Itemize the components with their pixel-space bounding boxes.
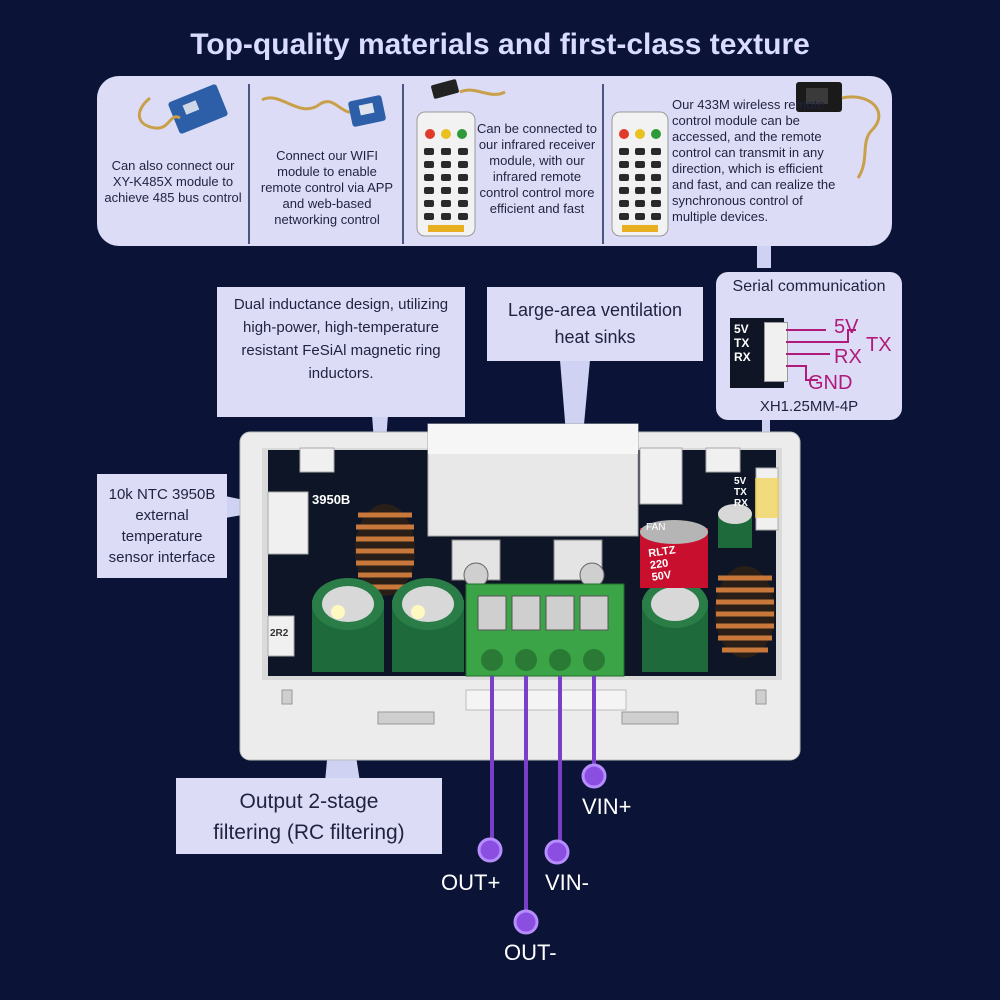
inductor-callout: Dual inductance design, utilizing high-p…	[217, 287, 465, 417]
serial-pin-5v: 5V	[834, 316, 859, 338]
wireless-module-image	[796, 82, 881, 179]
panel-divider	[402, 84, 404, 244]
fan-board-label: FAN	[646, 522, 666, 533]
feature-text-485: Can also connect our XY-K485X module to …	[104, 158, 242, 205]
board-pin-label: TX	[734, 487, 747, 498]
board-pin-label: 5V	[734, 476, 747, 487]
capacitor-1	[312, 578, 384, 672]
infrared-receiver-image	[431, 79, 506, 99]
serial-pin-rx: RX	[834, 346, 862, 368]
feature-text-infrared: Can be connected to our infrared receive…	[477, 121, 597, 216]
panel-divider	[602, 84, 604, 244]
serial-board-pin: TX	[734, 336, 750, 350]
serial-connector-detail	[764, 322, 788, 382]
feature-text-wifi: Connect our WIFI module to enable remote…	[260, 148, 394, 227]
wifi-module-image	[261, 95, 386, 127]
terminal-dot-out-minus	[513, 909, 539, 935]
capacitor-small	[718, 504, 752, 548]
resistor-label: 2R2	[270, 628, 289, 639]
fan-connector	[639, 447, 683, 505]
serial-connector-type: XH1.25MM-4P	[759, 398, 859, 415]
terminal-dot-vin-plus	[581, 763, 607, 789]
serial-callout: Serial communication 5V TX RX 5V TX RX G…	[716, 272, 902, 420]
ntc-connector	[267, 491, 309, 555]
feature-panel	[97, 76, 892, 246]
panel-divider	[248, 84, 250, 244]
board-pin-label: RX	[734, 498, 748, 509]
ntc-callout: 10k NTC 3950B external temperature senso…	[97, 474, 227, 578]
resistor	[267, 615, 295, 657]
ntc-board-label: 3950B	[312, 492, 351, 507]
terminal-dot-out-plus	[477, 837, 503, 863]
capacitor-red	[640, 520, 708, 588]
capacitor-3	[642, 580, 708, 672]
capacitor-2	[392, 578, 464, 672]
label-vin-plus: VIN+	[582, 794, 632, 819]
label-vin-minus: VIN-	[545, 870, 589, 895]
red-cap-text: RLTZ 220 50V	[648, 544, 680, 583]
serial-pin-gnd: GND	[808, 372, 853, 394]
serial-board-pins: 5V TX RX	[730, 318, 784, 364]
page-title: Top-quality materials and first-class te…	[190, 28, 810, 61]
infrared-remote-image	[416, 111, 476, 237]
inductor-right	[715, 566, 775, 658]
board-serial-pins: 5V TX RX	[734, 476, 748, 509]
wireless-pointer	[757, 246, 771, 268]
terminal-block	[465, 583, 625, 677]
heatsink-callout: Large-area ventilation heat sinks	[487, 287, 703, 361]
serial-pin-lines	[786, 329, 856, 381]
terminal-dot-vin-minus	[544, 839, 570, 865]
label-out-minus: OUT-	[504, 940, 557, 965]
serial-board-pin: 5V	[734, 322, 749, 336]
wireless-remote-image	[611, 111, 669, 237]
label-out-plus: OUT+	[441, 870, 501, 895]
rs485-module-image	[137, 84, 228, 134]
feature-text-433m: Our 433M wireless remote control module …	[672, 97, 836, 224]
serial-board-pin: RX	[734, 350, 751, 364]
filter-callout: Output 2-stage filtering (RC filtering)	[176, 778, 442, 854]
label-strip	[465, 689, 627, 711]
inductor-left	[355, 504, 415, 596]
serial-pin-tx: TX	[866, 334, 892, 356]
serial-title: Serial communication	[732, 278, 886, 295]
